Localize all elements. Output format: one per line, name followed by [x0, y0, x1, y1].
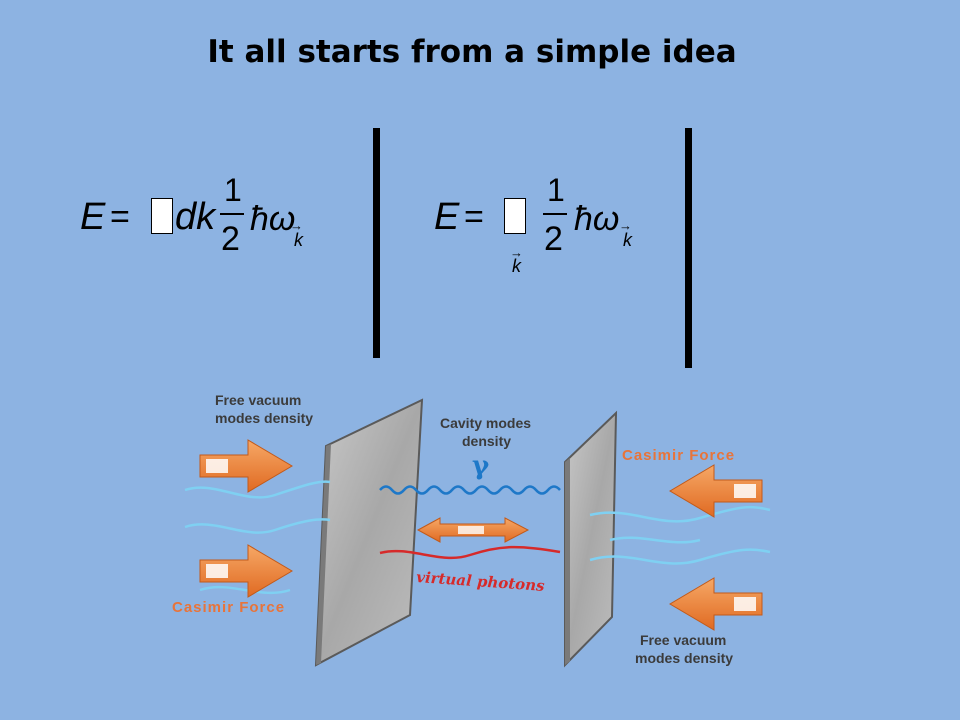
eq2-sum-index: k: [512, 256, 521, 276]
eq2-numerator: 1: [547, 172, 565, 208]
eq2-subscript: k: [623, 230, 632, 250]
left-plate: [314, 398, 424, 667]
force-arrow-left-top: [199, 439, 293, 493]
eq1-differential: dk: [175, 196, 216, 238]
eq1-numerator: 1: [224, 172, 242, 208]
eq2-subscript-arrow: →: [619, 218, 632, 233]
eq1-subscript-arrow: →: [290, 218, 303, 233]
force-arrow-left-bottom: [199, 544, 293, 598]
free-vacuum-waves-left: [184, 480, 331, 595]
right-plate: [564, 410, 618, 668]
eq1-lhs: E: [80, 196, 106, 238]
eq2-fraction-bar: [543, 213, 567, 215]
eq2-hbar-omega: ħω: [574, 200, 620, 238]
label-cavity-1: Cavity modes: [440, 415, 531, 431]
label-free-vacuum-left-2: modes density: [215, 410, 313, 426]
divider-bar-left: [373, 128, 380, 358]
label-virtual-photons: virtual photons: [416, 568, 546, 595]
label-free-vacuum-left-1: Free vacuum: [215, 392, 301, 408]
eq1-fraction-bar: [220, 213, 244, 215]
integral-missing-glyph-icon: [151, 198, 173, 234]
slide-title: It all starts from a simple idea: [207, 34, 737, 70]
label-cavity-2: density: [462, 433, 511, 449]
eq1-hbar-omega: ħω: [250, 200, 296, 238]
eq1-subscript: k: [294, 230, 303, 250]
sum-missing-glyph-icon: [504, 198, 526, 234]
cavity-wave-blue: [379, 485, 561, 495]
free-vacuum-waves-right: [589, 505, 771, 565]
eq2-denominator: 2: [544, 220, 563, 258]
eq2-equals: =: [464, 198, 484, 236]
force-arrow-right-top: [669, 464, 763, 518]
cavity-wave-red: [379, 545, 561, 560]
label-free-vacuum-right-1: Free vacuum: [640, 632, 726, 648]
eq1-equals: =: [110, 198, 130, 236]
label-casimir-right: Casimir Force: [622, 447, 735, 464]
force-arrow-right-bottom: [669, 577, 763, 631]
eq2-index-arrow: →: [510, 245, 523, 260]
divider-bar-right: [685, 128, 692, 368]
label-free-vacuum-right-2: modes density: [635, 650, 733, 666]
eq2-lhs: E: [434, 196, 460, 238]
label-casimir-left: Casimir Force: [172, 599, 285, 616]
label-gamma: γ: [472, 451, 490, 481]
double-arrow-icon: [416, 517, 530, 543]
eq1-denominator: 2: [221, 220, 240, 258]
